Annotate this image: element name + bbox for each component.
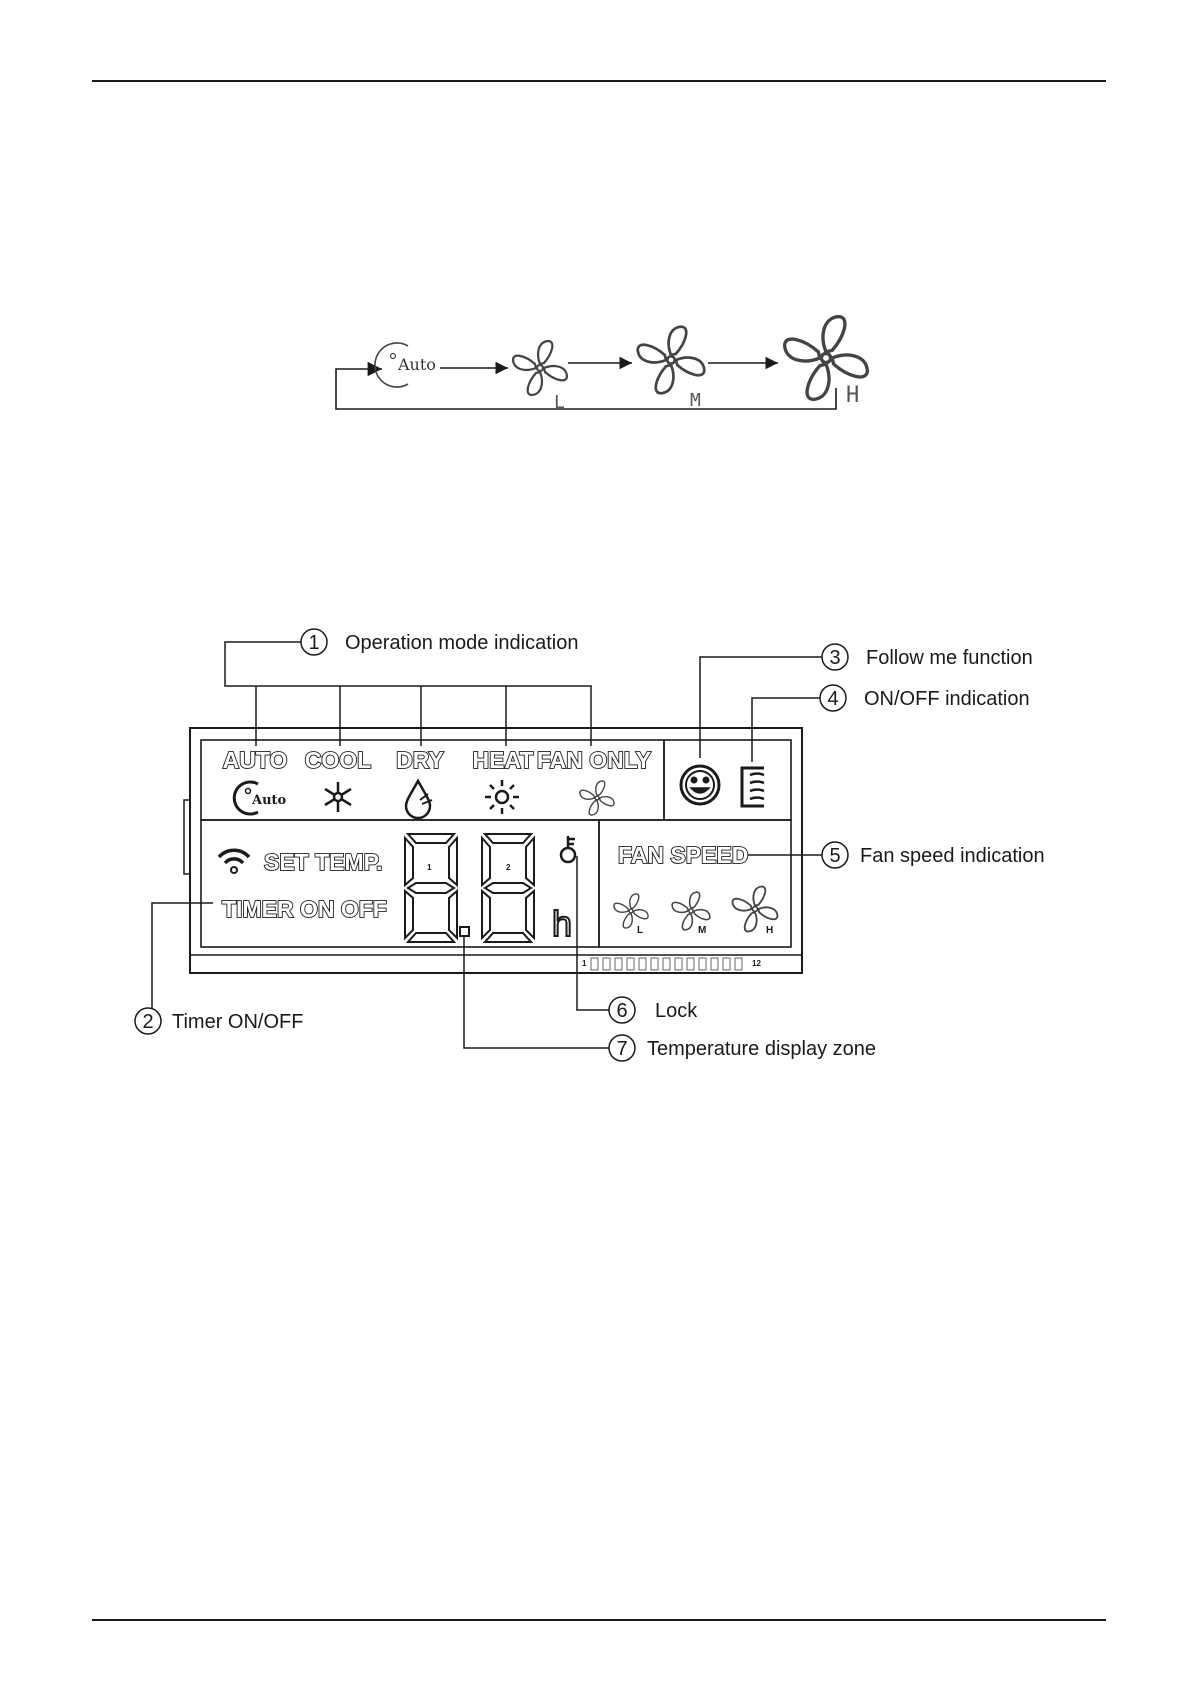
fan-speed-medium-letter: M bbox=[698, 925, 706, 936]
snowflake-icon bbox=[325, 782, 351, 812]
svg-text:3: 3 bbox=[829, 647, 840, 669]
follow-me-icon bbox=[681, 766, 719, 804]
fan-speed-label: FAN SPEED bbox=[618, 842, 748, 868]
fan-speed-high-letter: H bbox=[766, 925, 773, 936]
svg-text:4: 4 bbox=[827, 688, 838, 710]
digit-two: 2 bbox=[482, 834, 534, 942]
svg-text:1: 1 bbox=[308, 632, 319, 654]
auto-mode-icon: Auto bbox=[375, 343, 436, 387]
svg-text:Fan speed indication: Fan speed indication bbox=[860, 845, 1045, 867]
callout-2: 2 Timer ON/OFF bbox=[135, 1008, 303, 1034]
heat-sun-icon bbox=[485, 780, 519, 814]
svg-text:6: 6 bbox=[616, 1000, 627, 1022]
svg-text:Timer ON/OFF: Timer ON/OFF bbox=[172, 1011, 303, 1033]
svg-text:12: 12 bbox=[752, 959, 761, 968]
svg-text:2: 2 bbox=[142, 1011, 153, 1033]
fan-speed-low-letter: L bbox=[637, 925, 643, 936]
cycle-loop-arrow bbox=[336, 369, 836, 409]
svg-text:2: 2 bbox=[506, 863, 511, 872]
dry-drop-icon bbox=[406, 781, 432, 818]
svg-text:Temperature display zone: Temperature display zone bbox=[647, 1038, 876, 1060]
temp-zone bbox=[201, 820, 599, 947]
speed-medium-label: M bbox=[690, 390, 701, 411]
fan-low-icon bbox=[513, 341, 567, 395]
svg-text:1: 1 bbox=[427, 863, 432, 872]
svg-text:Auto: Auto bbox=[251, 793, 287, 808]
svg-text:1: 1 bbox=[582, 959, 587, 968]
mode-cool-label: COOL bbox=[305, 747, 371, 773]
on-off-icon bbox=[742, 768, 764, 806]
decimal-point bbox=[460, 927, 469, 936]
fan-only-icon bbox=[580, 781, 614, 815]
speed-low-label: L bbox=[554, 392, 565, 413]
lock-key-icon bbox=[561, 836, 575, 862]
fan-medium-icon bbox=[638, 327, 705, 394]
mode-fan-only-label: FAN ONLY bbox=[537, 747, 651, 773]
svg-text:5: 5 bbox=[829, 845, 840, 867]
svg-text:7: 7 bbox=[616, 1038, 627, 1060]
fan-speed-cycle: Auto L M H bbox=[336, 317, 867, 413]
fan-speed-low-icon bbox=[614, 894, 648, 928]
speed-high-label: H bbox=[846, 383, 859, 408]
mode-dry-label: DRY bbox=[396, 747, 444, 773]
set-temp-label: SET TEMP. bbox=[264, 849, 382, 875]
svg-text:Operation mode indication: Operation mode indication bbox=[345, 632, 578, 654]
scale-bar: 1 12 bbox=[582, 958, 761, 970]
callout-6: 6 Lock bbox=[609, 997, 698, 1023]
auto-icon: Auto bbox=[234, 782, 286, 814]
svg-text:ON/OFF indication: ON/OFF indication bbox=[864, 688, 1030, 710]
timer-on-off-label: TIMER ON OFF bbox=[222, 896, 387, 922]
callout-3: 3 Follow me function bbox=[822, 644, 1033, 670]
digit-one: 1 bbox=[405, 834, 457, 942]
callout-5: 5 Fan speed indication bbox=[822, 842, 1045, 868]
mode-heat-label: HEAT bbox=[473, 747, 534, 773]
callout-4: 4 ON/OFF indication bbox=[820, 685, 1030, 711]
svg-text:Follow me function: Follow me function bbox=[866, 647, 1033, 669]
callout-1: 1 Operation mode indication bbox=[301, 629, 578, 655]
signal-icon bbox=[219, 850, 249, 873]
callout-7: 7 Temperature display zone bbox=[609, 1035, 876, 1061]
mode-labels: AUTO COOL DRY HEAT FAN ONLY bbox=[223, 747, 651, 773]
svg-text:Lock: Lock bbox=[655, 1000, 698, 1022]
mode-auto-label: AUTO bbox=[223, 747, 288, 773]
hour-unit-label: h bbox=[552, 903, 572, 944]
svg-text:Auto: Auto bbox=[397, 355, 436, 374]
